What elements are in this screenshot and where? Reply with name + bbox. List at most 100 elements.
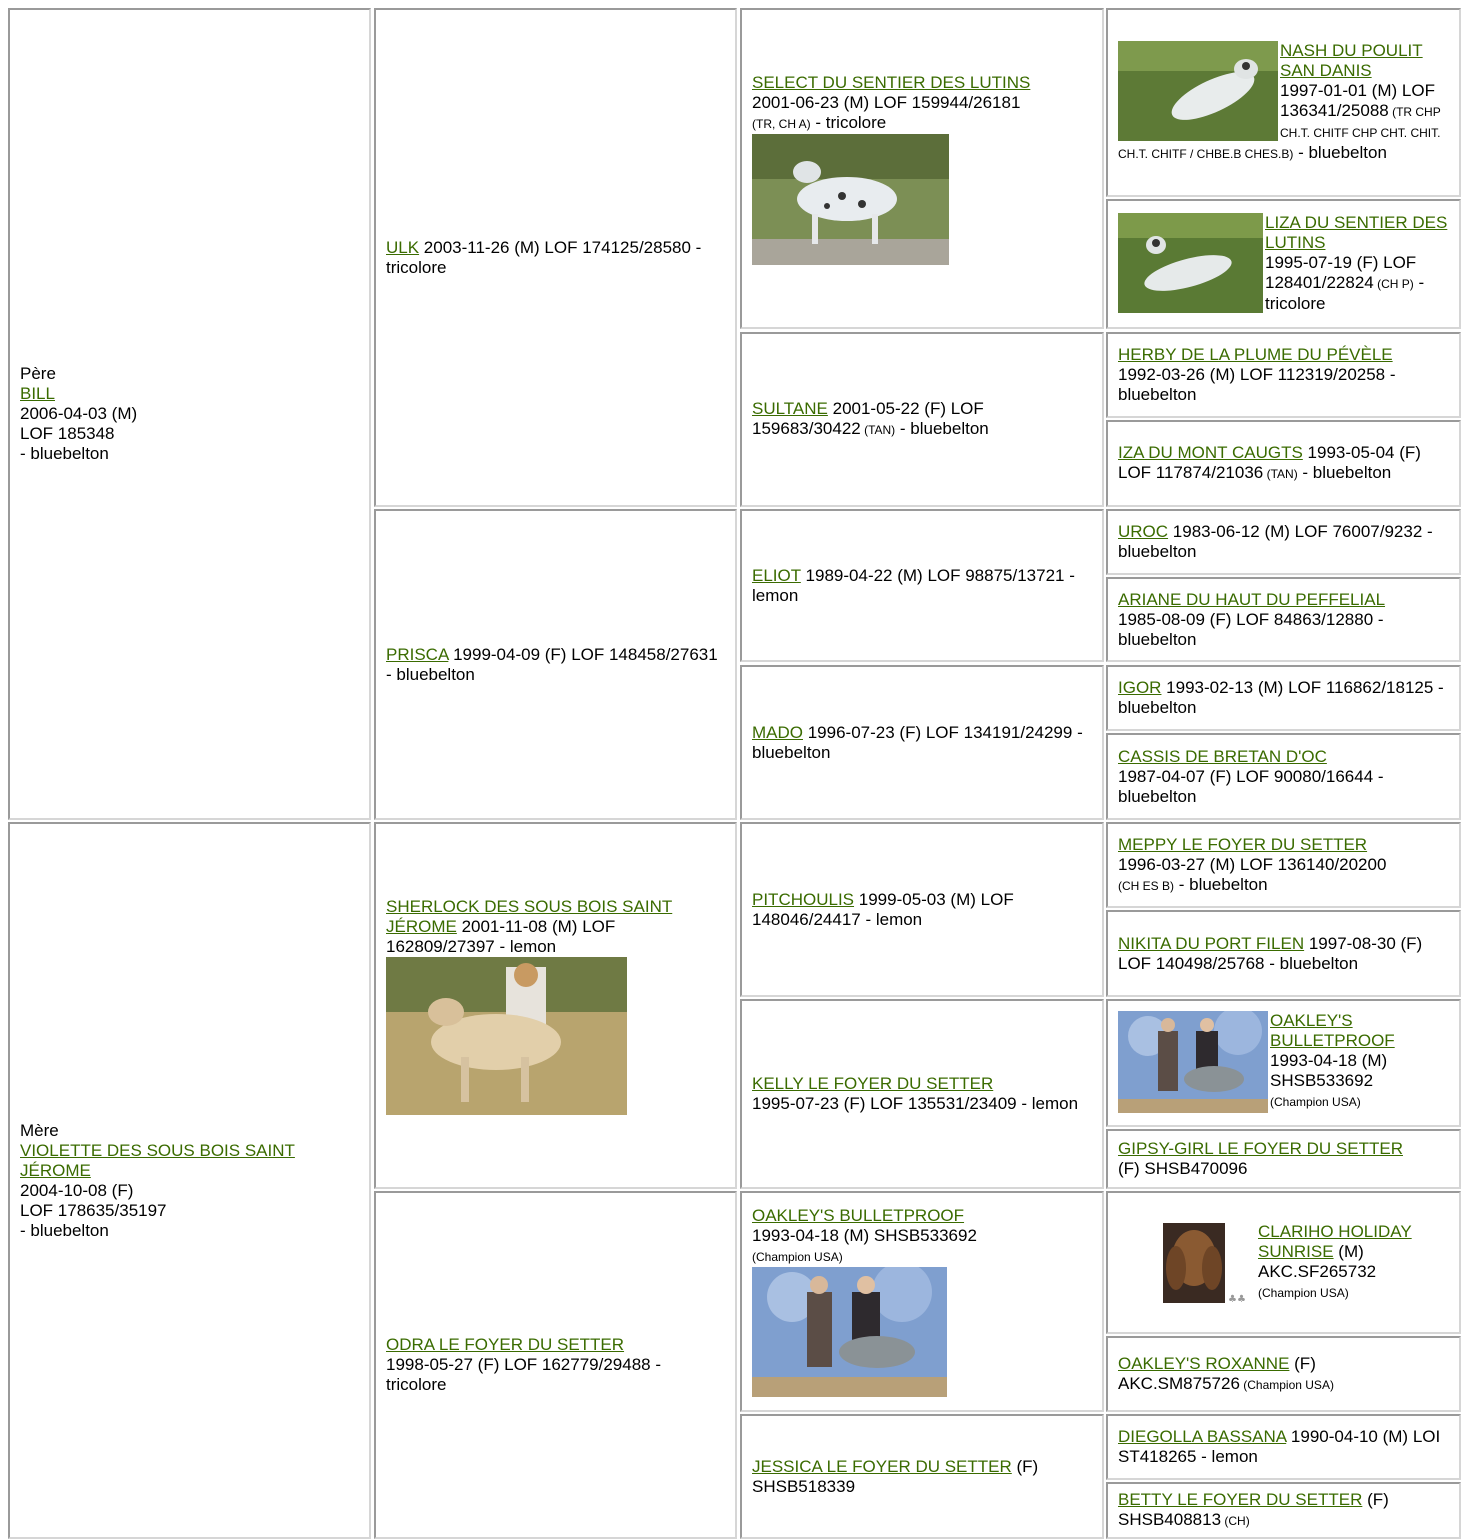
nash-title: (TR CHP CH.T. CHITF CHP CHT. CHIT. CH.T.… <box>1118 105 1441 161</box>
roxanne-reg: AKC.SM875726 <box>1118 1373 1240 1393</box>
father-reg: LOF 185348 <box>20 424 115 443</box>
meppy-link[interactable]: MEPPY LE FOYER DU SETTER <box>1118 834 1368 854</box>
jessica-cell: JESSICA LE FOYER DU SETTER (F) SHSB51833… <box>740 1414 1104 1539</box>
nash-link[interactable]: NASH DU POULIT SAN DANIS <box>1280 41 1423 80</box>
select-info: 2001-06-23 (M) LOF 159944/26181 <box>752 92 1021 112</box>
mother-link[interactable]: VIOLETTE DES SOUS BOIS SAINT JÉROME <box>20 1140 295 1180</box>
meppy-color: - bluebelton <box>1174 874 1268 894</box>
ulk-cell: ULK 2003-11-26 (M) LOF 174125/28580 - tr… <box>374 8 737 507</box>
betty-link[interactable]: BETTY LE FOYER DU SETTER <box>1118 1490 1363 1509</box>
sherlock-link[interactable]: SHERLOCK DES SOUS BOIS SAINT JÉROME <box>386 896 673 936</box>
select-photo <box>752 133 949 265</box>
mado-link[interactable]: MADO <box>752 722 803 742</box>
liza-title: (CH P) <box>1373 277 1414 291</box>
oakley4-date: 1993-04-18 (M) <box>1270 1051 1388 1070</box>
oakley3-link[interactable]: OAKLEY'S BULLETPROOF <box>752 1206 965 1225</box>
eliot-link[interactable]: ELIOT <box>752 565 801 585</box>
nikita-link[interactable]: NIKITA DU PORT FILEN <box>1118 933 1305 953</box>
oakley4-link[interactable]: OAKLEY'S BULLETPROOF <box>1270 1011 1395 1050</box>
igor-info: 1993-02-13 (M) LOF 116862/18125 - bluebe… <box>1118 678 1444 717</box>
diegolla-link[interactable]: DIEGOLLA BASSANA <box>1118 1427 1287 1446</box>
mother-date: 2004-10-08 (F) <box>20 1180 134 1200</box>
gipsy-cell: GIPSY-GIRL LE FOYER DU SETTER(F) SHSB470… <box>1106 1129 1461 1189</box>
nash-photo <box>1118 41 1278 141</box>
oakley3-photo <box>752 1267 947 1397</box>
sherlock-info: 2001-11-08 (M) LOF 162809/27397 - lemon <box>386 916 616 956</box>
clariho-photo: ♣♣ <box>1118 1217 1258 1308</box>
mother-color: - bluebelton <box>20 1220 109 1240</box>
father-link[interactable]: BILL <box>20 384 55 403</box>
kelly-link[interactable]: KELLY LE FOYER DU SETTER <box>752 1074 994 1093</box>
prisca-link[interactable]: PRISCA <box>386 644 449 664</box>
sultane-link[interactable]: SULTANE <box>752 399 828 418</box>
prisca-cell: PRISCA 1999-04-09 (F) LOF 148458/27631 -… <box>374 509 737 820</box>
clariho-sex: (M) <box>1333 1242 1364 1261</box>
jessica-info: (F) SHSB518339 <box>752 1456 1039 1496</box>
select-color: - tricolore <box>810 112 887 132</box>
liza-link[interactable]: LIZA DU SENTIER DES LUTINS <box>1265 213 1448 252</box>
nikita-cell: NIKITA DU PORT FILEN 1997-08-30 (F) LOF … <box>1106 910 1461 997</box>
oakley4-photo <box>1118 1011 1268 1113</box>
cassis-link[interactable]: CASSIS DE BRETAN D'OC <box>1118 746 1327 766</box>
meppy-title: (CH ES B) <box>1118 878 1175 893</box>
roxanne-cell: OAKLEY'S ROXANNE (F)AKC.SM875726 (Champi… <box>1106 1336 1461 1412</box>
diegolla-cell: DIEGOLLA BASSANA 1990-04-10 (M) LOI ST41… <box>1106 1414 1461 1480</box>
pitchoulis-cell: PITCHOULIS 1999-05-03 (M) LOF 148046/244… <box>740 822 1104 997</box>
nash-info: 1997-01-01 (M) LOF 136341/25088 <box>1280 81 1435 120</box>
betty-title: (CH) <box>1221 1514 1250 1528</box>
odra-info: 1998-05-27 (F) LOF 162779/29488 - tricol… <box>386 1355 662 1394</box>
igor-link[interactable]: IGOR <box>1118 678 1162 697</box>
pitchoulis-info: 1999-05-03 (M) LOF 148046/24417 - lemon <box>752 889 1014 929</box>
father-cell: Père BILL 2006-04-03 (M) LOF 185348 - bl… <box>8 8 371 820</box>
oakley3-title: (Champion USA) <box>752 1250 843 1264</box>
herby-info: 1992-03-26 (M) LOF 112319/20258 - bluebe… <box>1118 365 1396 404</box>
oakley4-title: (Champion USA) <box>1270 1095 1361 1109</box>
liza-color: - tricolore <box>1265 273 1425 313</box>
betty-sex: (F) <box>1362 1490 1389 1509</box>
nikita-info: 1997-08-30 (F) LOF 140498/25768 - bluebe… <box>1118 933 1423 973</box>
gipsy-link[interactable]: GIPSY-GIRL LE FOYER DU SETTER <box>1118 1139 1403 1158</box>
mado-info: 1996-07-23 (F) LOF 134191/24299 - bluebe… <box>752 722 1083 762</box>
clariho-link[interactable]: CLARIHO HOLIDAY SUNRISE <box>1258 1222 1412 1261</box>
roxanne-link[interactable]: OAKLEY'S ROXANNE <box>1118 1353 1290 1373</box>
odra-link[interactable]: ODRA LE FOYER DU SETTER <box>386 1335 625 1354</box>
mother-reg: LOF 178635/35197 <box>20 1200 167 1220</box>
uroc-cell: UROC 1983-06-12 (M) LOF 76007/9232 - blu… <box>1106 509 1461 575</box>
iza-color: - bluebelton <box>1297 463 1392 482</box>
meppy-info: 1996-03-27 (M) LOF 136140/20200 <box>1118 854 1387 874</box>
eliot-info: 1989-04-22 (M) LOF 98875/13721 - lemon <box>752 565 1075 605</box>
roxanne-title: (Champion USA) <box>1239 1377 1334 1392</box>
cassis-info: 1987-04-07 (F) LOF 90080/16644 - bluebel… <box>1118 766 1384 806</box>
sherlock-photo <box>386 956 627 1115</box>
ariane-info: 1985-08-09 (F) LOF 84863/12880 - bluebel… <box>1118 609 1384 649</box>
oakley3-info: 1993-04-18 (M) SHSB533692 <box>752 1226 977 1245</box>
select-link[interactable]: SELECT DU SENTIER DES LUTINS <box>752 72 1031 92</box>
clariho-cell: ♣♣ CLARIHO HOLIDAY SUNRISE (M)AKC.SF2657… <box>1106 1191 1461 1334</box>
father-color: - bluebelton <box>20 444 109 463</box>
sultane-info: 2001-05-22 (F) LOF 159683/30422 <box>752 399 984 438</box>
igor-cell: IGOR 1993-02-13 (M) LOF 116862/18125 - b… <box>1106 665 1461 731</box>
pitchoulis-link[interactable]: PITCHOULIS <box>752 889 855 909</box>
clariho-reg: AKC.SF265732 <box>1258 1262 1377 1281</box>
iza-info: 1993-05-04 (F) LOF 117874/21036 <box>1118 443 1421 482</box>
ariane-link[interactable]: ARIANE DU HAUT DU PEFFELIAL <box>1118 589 1386 609</box>
diegolla-info: 1990-04-10 (M) LOI ST418265 - lemon <box>1118 1427 1441 1466</box>
herby-link[interactable]: HERBY DE LA PLUME DU PÉVÈLE <box>1118 345 1393 364</box>
iza-link[interactable]: IZA DU MONT CAUGTS <box>1118 443 1303 462</box>
jessica-link[interactable]: JESSICA LE FOYER DU SETTER <box>752 1456 1012 1476</box>
father-date: 2006-04-03 (M) <box>20 404 138 423</box>
uroc-link[interactable]: UROC <box>1118 522 1169 541</box>
sultane-title: (TAN) <box>860 423 896 437</box>
uroc-info: 1983-06-12 (M) LOF 76007/9232 - bluebelt… <box>1118 522 1433 561</box>
sultane-color: - bluebelton <box>895 419 989 438</box>
ulk-link[interactable]: ULK <box>386 237 420 257</box>
betty-cell: BETTY LE FOYER DU SETTER (F)SHSB408813 (… <box>1106 1482 1461 1539</box>
